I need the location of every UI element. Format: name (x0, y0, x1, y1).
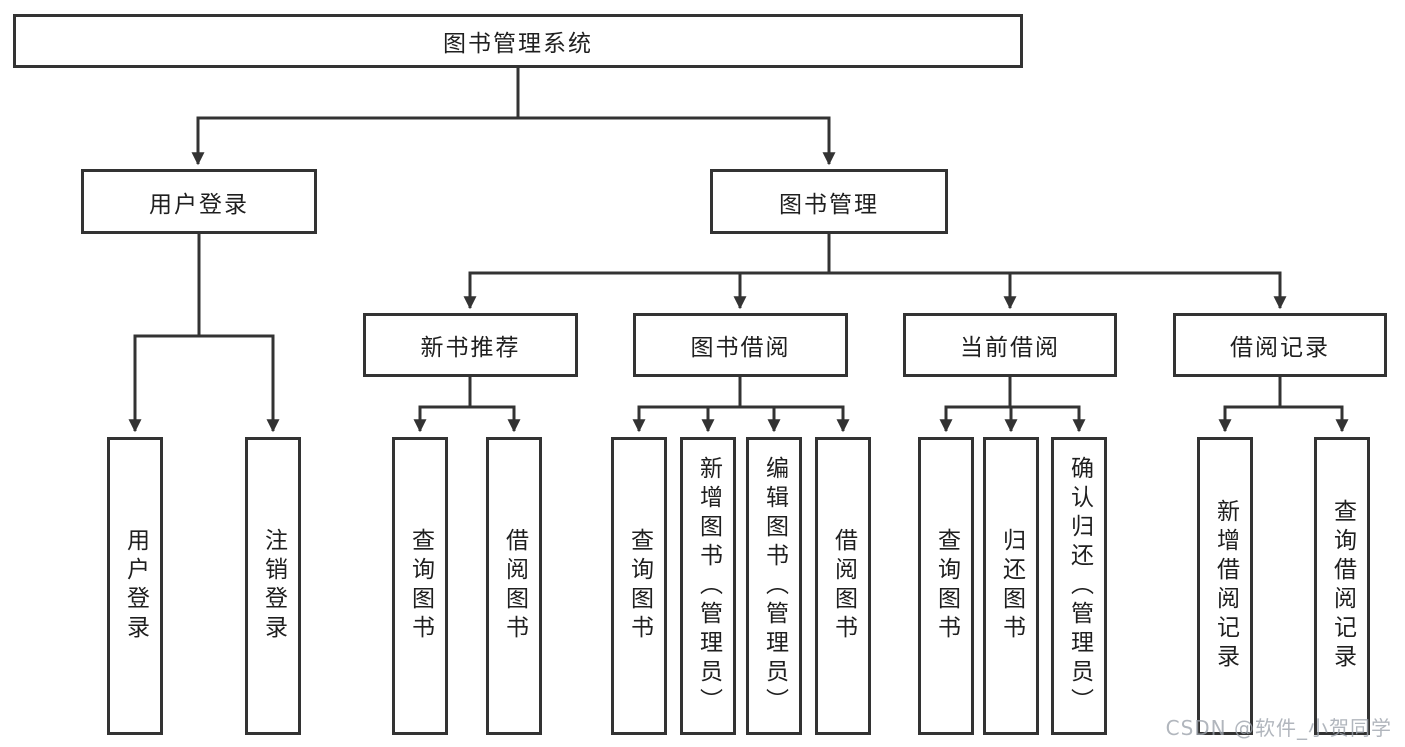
csdn-watermark: CSDN @软件_小贺同学 (1165, 716, 1392, 740)
node-user-login: 用户登录 (81, 169, 317, 234)
node-borrow-records: 借阅记录 (1173, 313, 1387, 377)
node-logout-login: 注销登录 (245, 437, 301, 735)
node-current-borrow: 当前借阅 (903, 313, 1117, 377)
node-bb-edit-books-admin: 编辑图书（管理员） (746, 437, 802, 735)
node-user-login-leaf: 用户登录 (107, 437, 163, 735)
node-cb-query-books: 查询图书 (918, 437, 974, 735)
node-root-library-system: 图书管理系统 (13, 14, 1023, 68)
node-cb-return-books: 归还图书 (983, 437, 1039, 735)
node-book-management: 图书管理 (710, 169, 948, 234)
node-nbr-borrow-books: 借阅图书 (486, 437, 542, 735)
node-br-add-borrow-record: 新增借阅记录 (1197, 437, 1253, 735)
node-cb-confirm-return-admin: 确认归还（管理员） (1051, 437, 1107, 735)
node-nbr-query-books: 查询图书 (392, 437, 448, 735)
node-book-borrow: 图书借阅 (633, 313, 848, 377)
node-bb-borrow-books: 借阅图书 (815, 437, 871, 735)
node-bb-add-books-admin: 新增图书（管理员） (680, 437, 736, 735)
node-br-query-borrow-record: 查询借阅记录 (1314, 437, 1370, 735)
node-bb-query-books: 查询图书 (611, 437, 667, 735)
node-new-book-recommend: 新书推荐 (363, 313, 578, 377)
